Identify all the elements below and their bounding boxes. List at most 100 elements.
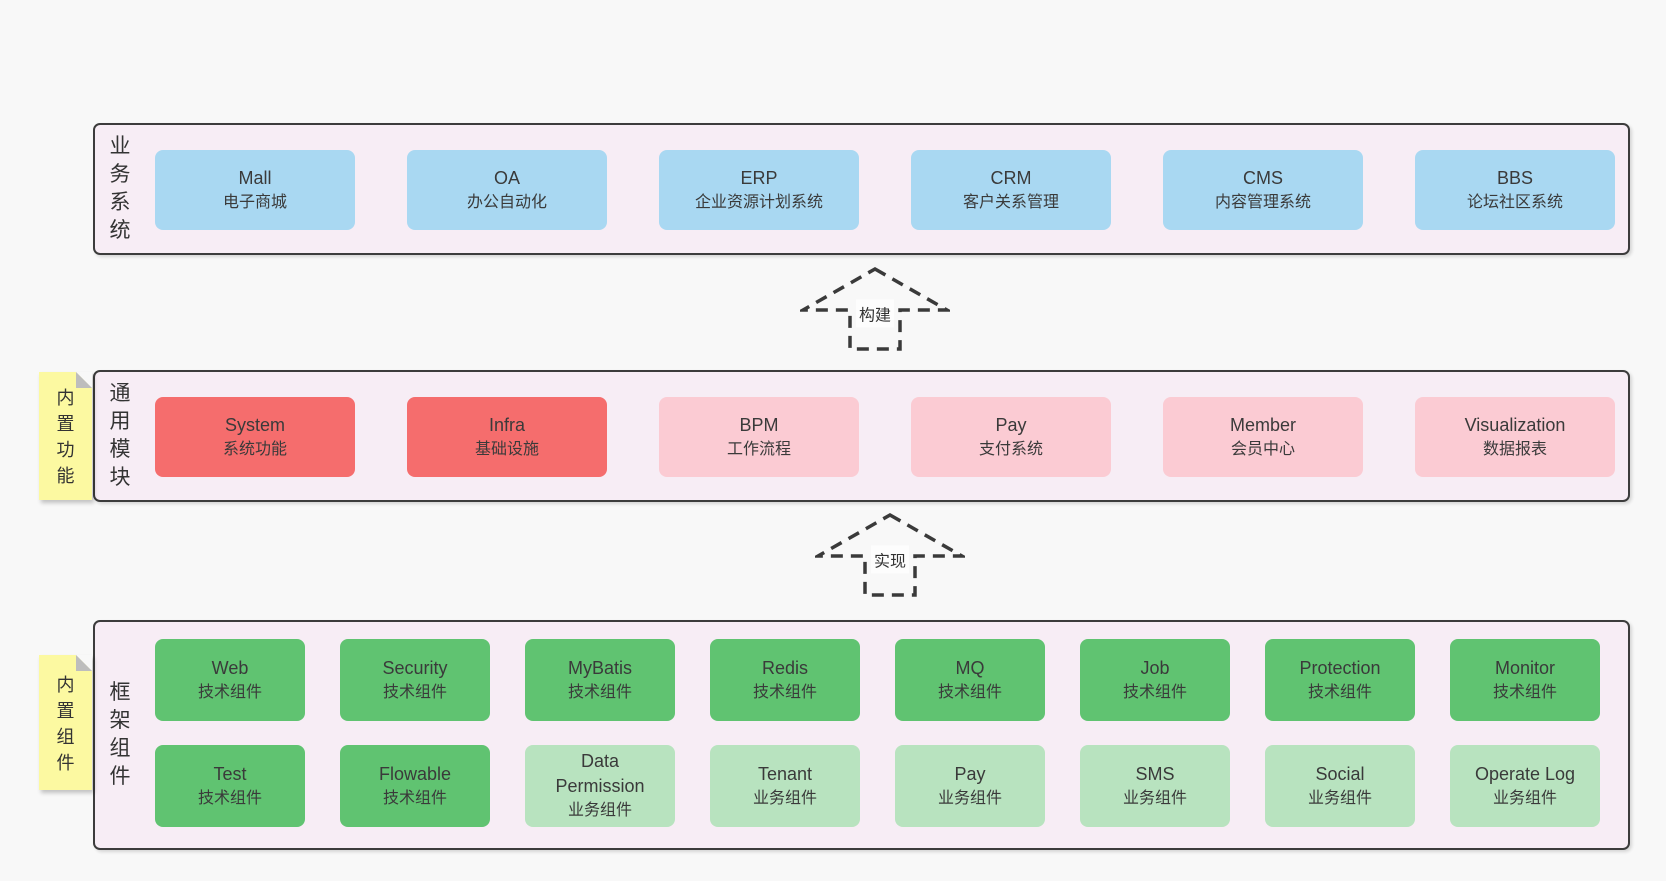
infra-box: Infra 基础设施 [407,397,607,477]
sticky-note-text: 内置组件 [56,675,75,773]
box-desc: 技术组件 [197,683,262,701]
box-desc: 技术组件 [1122,683,1187,701]
sms-box: SMS 业务组件 [1080,745,1230,827]
box-desc: 电子商城 [222,193,287,211]
box-name: Member [1229,414,1296,435]
box-name: Flowable [378,763,452,784]
bpm-box: BPM 工作流程 [659,397,859,477]
sticky-note-built-in-components: 内置组件 [39,655,92,790]
layer-label: 通用模块 [109,382,131,489]
box-desc: 业务组件 [937,789,1002,807]
member-box: Member 会员中心 [1163,397,1363,477]
test-box: Test 技术组件 [155,745,305,827]
box-desc: 业务组件 [1492,789,1557,807]
sticky-note-text: 内置功能 [56,388,75,486]
box-name: Data Permission [555,751,645,796]
crm-box: CRM 客户关系管理 [911,150,1111,230]
box-desc: 客户关系管理 [962,193,1059,211]
monitor-box: Monitor 技术组件 [1450,639,1600,721]
layer-common-modules: 通用模块 System 系统功能 Infra 基础设施 BPM 工作流程 Pay 支付系统 Me… [93,370,1630,502]
visualization-box: Visualization 数据报表 [1415,397,1615,477]
pay-box: Pay 支付系统 [911,397,1111,477]
box-desc: 技术组件 [1307,683,1372,701]
layer-label: 框架组件 [109,681,131,788]
box-name: Pay [954,763,986,784]
up-arrow-icon [815,512,965,597]
box-name: Protection [1299,657,1381,678]
box-name: Tenant [757,763,813,784]
security-box: Security 技术组件 [340,639,490,721]
modules-box-row: System 系统功能 Infra 基础设施 BPM 工作流程 Pay 支付系统 Member 会… [155,397,1615,477]
layer-label: 业务系统 [109,135,131,242]
box-desc: 会员中心 [1230,440,1295,458]
arrow-build-label: 构建 [855,299,895,328]
box-desc: 技术组件 [382,683,447,701]
box-name: Test [213,763,247,784]
box-name: MQ [955,657,985,678]
box-desc: 技术组件 [1492,683,1557,701]
box-name: ERP [740,167,778,188]
web-box: Web 技术组件 [155,639,305,721]
redis-box: Redis 技术组件 [710,639,860,721]
box-name: Monitor [1494,657,1556,678]
box-desc: 业务组件 [1122,789,1187,807]
box-desc: 数据报表 [1482,440,1547,458]
box-name: Redis [761,657,809,678]
box-name: Visualization [1464,414,1566,435]
box-name: Pay [995,414,1027,435]
oa-box: OA 办公自动化 [407,150,607,230]
box-name: System [224,414,285,435]
box-name: Infra [488,414,526,435]
erp-box: ERP 企业资源计划系统 [659,150,859,230]
job-box: Job 技术组件 [1080,639,1230,721]
box-name: Security [382,657,448,678]
box-name: CRM [990,167,1032,188]
box-name: SMS [1135,763,1175,784]
box-desc: 基础设施 [474,440,539,458]
operate-log-box: Operate Log 业务组件 [1450,745,1600,827]
box-desc: 支付系统 [978,440,1043,458]
box-desc: 技术组件 [197,789,262,807]
flowable-box: Flowable 技术组件 [340,745,490,827]
box-desc: 技术组件 [382,789,447,807]
box-name: OA [493,167,520,188]
box-name: CMS [1243,167,1283,188]
arrow-implement: 实现 [815,512,965,598]
cms-box: CMS 内容管理系统 [1163,150,1363,230]
pay-box: Pay 业务组件 [895,745,1045,827]
box-desc: 办公自动化 [466,193,547,211]
box-desc: 企业资源计划系统 [694,193,823,211]
sticky-note-built-in-features: 内置功能 [39,372,92,500]
protection-box: Protection 技术组件 [1265,639,1415,721]
box-name: BPM [739,414,779,435]
box-desc: 论坛社区系统 [1466,193,1563,211]
box-desc: 技术组件 [567,683,632,701]
box-desc: 内容管理系统 [1214,193,1311,211]
box-name: Web [211,657,249,678]
box-desc: 业务组件 [752,789,817,807]
tenant-box: Tenant 业务组件 [710,745,860,827]
up-arrow-icon [800,266,950,351]
box-desc: 业务组件 [1307,789,1372,807]
box-desc: 系统功能 [222,440,287,458]
system-box: System 系统功能 [155,397,355,477]
box-name: Job [1140,657,1170,678]
arrow-build: 构建 [800,266,950,352]
data-permission-box: Data Permission 业务组件 [525,745,675,827]
box-desc: 工作流程 [726,440,791,458]
arrow-implement-label: 实现 [870,545,910,574]
box-name: Operate Log [1474,763,1576,784]
box-desc: 技术组件 [752,683,817,701]
box-desc: 业务组件 [567,802,632,819]
